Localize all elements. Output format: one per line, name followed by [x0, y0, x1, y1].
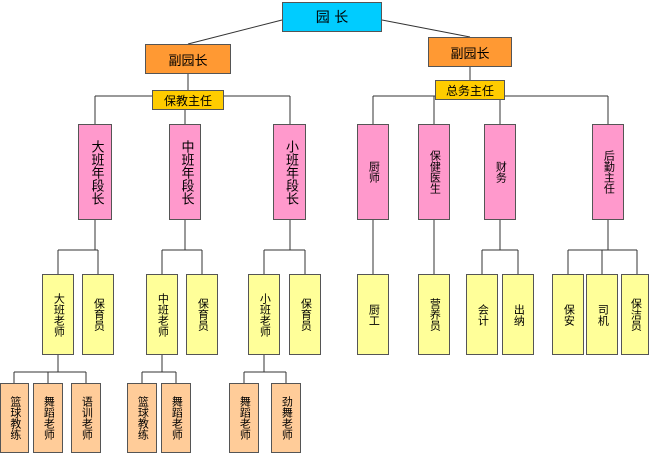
senior-basketball-coach-box: 篮球教练: [0, 383, 29, 453]
senior-caregiver-box: 保育员: [82, 274, 114, 355]
connector: [141, 355, 177, 383]
connector: [481, 220, 519, 274]
middle-dance-teacher-box: 舞蹈老师: [161, 383, 191, 453]
general-supervisor-box: 总务主任: [435, 80, 505, 100]
junior-grade-lead-box: 小班年段长: [273, 124, 306, 220]
connector: [13, 355, 87, 383]
junior-dance-teacher-box: 舞蹈老师: [229, 383, 259, 453]
junior-jazz-teacher-box: 劲舞老师: [271, 383, 301, 453]
cook-box: 厨工: [357, 274, 389, 355]
senior-grade-lead-box: 大班年段长: [78, 124, 112, 220]
senior-dance-teacher-box: 舞蹈老师: [33, 383, 63, 453]
connector: [381, 19, 471, 38]
nutritionist-box: 营养员: [418, 274, 450, 355]
finance-box: 财务: [484, 124, 516, 220]
logistics-lead-box: 后勤主任: [592, 124, 624, 220]
accountant-box: 会计: [466, 274, 498, 355]
connector: [263, 220, 306, 274]
connector: [243, 355, 287, 383]
middle-basketball-coach-box: 篮球教练: [127, 383, 157, 453]
senior-language-teacher-box: 语训老师: [71, 383, 101, 453]
connector: [187, 19, 283, 45]
middle-caregiver-box: 保育员: [186, 274, 218, 355]
junior-teacher-box: 小班老师: [248, 274, 280, 355]
senior-teacher-box: 大班老师: [42, 274, 74, 355]
cashier-box: 出纳: [502, 274, 534, 355]
vice-director-left-box: 副园长: [145, 44, 231, 74]
junior-caregiver-box: 保育员: [289, 274, 321, 355]
connector: [161, 220, 203, 274]
vice-director-right-box: 副园长: [428, 37, 512, 67]
middle-teacher-box: 中班老师: [146, 274, 178, 355]
kitchen-box: 厨师: [357, 124, 389, 220]
connector: [57, 220, 99, 274]
director-box: 园 长: [282, 2, 382, 32]
driver-box: 司机: [586, 274, 618, 355]
security-box: 保安: [552, 274, 584, 355]
health-doctor-box: 保健医生: [418, 124, 450, 220]
connector: [567, 220, 638, 274]
cleaner-box: 保洁员: [621, 274, 649, 355]
middle-grade-lead-box: 中班年段长: [169, 124, 201, 220]
edu-supervisor-box: 保教主任: [152, 90, 224, 110]
